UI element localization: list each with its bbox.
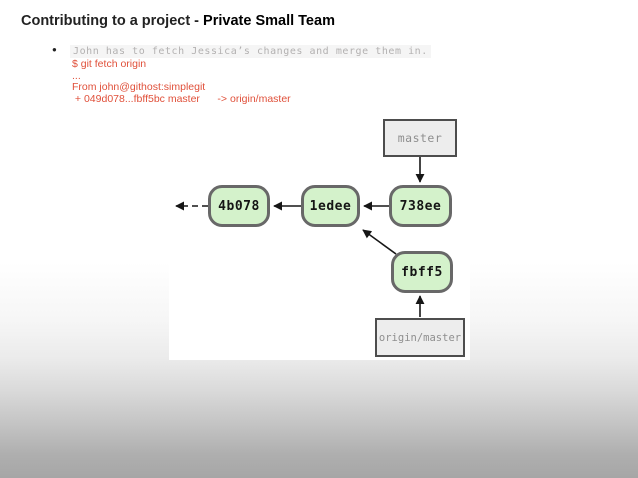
console-line-ref-update: + 049d078...fbff5bc master -> origin/mas… (72, 92, 291, 105)
page-title: Contributing to a project - Private Smal… (21, 13, 335, 29)
commit-node-fbff5: fbff5 (391, 251, 453, 293)
commit-node-4b078: 4b078 (208, 185, 270, 227)
branch-label-master: master (383, 119, 457, 157)
commit-node-1edee: 1edee (301, 185, 360, 227)
console-line-from: From john@githost:simplegit (72, 81, 206, 94)
console-line-ellipsis: ... (72, 69, 81, 82)
title-prefix: Contributing to a project - (21, 13, 204, 29)
title-emphasis: Private Small Team (203, 13, 335, 29)
commit-node-738ee: 738ee (389, 185, 452, 227)
bullet-icon: ● (52, 45, 57, 54)
bullet-text: John has to fetch Jessica’s changes and … (70, 45, 431, 58)
console-output: $ git fetch origin ... From john@githost… (72, 58, 291, 105)
branch-label-origin-master: origin/master (375, 318, 465, 357)
console-line-command: $ git fetch origin (72, 58, 147, 70)
